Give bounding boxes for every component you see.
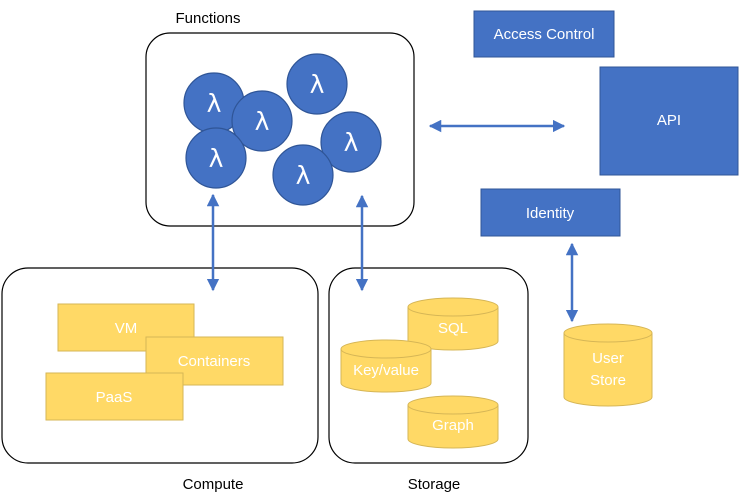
compute-group: Compute VM Containers PaaS: [1, 267, 319, 493]
sql-database: SQL: [407, 297, 499, 351]
lambda-symbol: λ: [296, 161, 311, 190]
functions-group: Functions λ λ λ λ λ λ: [145, 10, 415, 227]
key-value-label: Key/value: [353, 362, 419, 379]
identity-box: Identity: [480, 188, 621, 237]
lambda-icon: [286, 53, 348, 115]
paas-box: PaaS: [45, 372, 184, 421]
lambda-icon: [231, 90, 293, 152]
lambda-icon: [320, 111, 382, 173]
graph-database: Graph: [407, 395, 499, 449]
vm-box: VM: [57, 303, 195, 352]
containers-label: Containers: [178, 353, 251, 370]
paas-label: PaaS: [96, 389, 133, 406]
lambda-icon: [185, 127, 247, 189]
lambda-symbol: λ: [209, 144, 224, 173]
storage-group: Storage SQL Key/value Graph: [328, 267, 529, 493]
user-store-label-line1: User: [592, 350, 624, 367]
user-store-label-line2: Store: [590, 372, 626, 389]
key-value-database: Key/value: [340, 339, 432, 393]
lambda-symbol: λ: [344, 128, 359, 157]
lambda-icon: [272, 144, 334, 206]
compute-title: Compute: [183, 476, 244, 493]
lambda-symbol: λ: [207, 89, 222, 118]
access-control-box: Access Control: [473, 10, 615, 58]
lambda-function-6: λ: [272, 144, 334, 206]
functions-title: Functions: [175, 10, 240, 27]
lambda-symbol: λ: [310, 70, 325, 99]
lambda-function-2: λ: [231, 90, 293, 152]
api-box: API: [599, 66, 739, 176]
user-store-database: User Store: [563, 323, 653, 407]
sql-label: SQL: [438, 320, 468, 337]
access-control-label: Access Control: [494, 26, 595, 43]
api-label: API: [657, 112, 681, 129]
identity-label: Identity: [526, 205, 575, 222]
lambda-symbol: λ: [255, 107, 270, 136]
graph-label: Graph: [432, 417, 474, 434]
storage-title: Storage: [408, 476, 461, 493]
lambda-function-4: λ: [320, 111, 382, 173]
vm-label: VM: [115, 320, 138, 337]
lambda-function-5: λ: [185, 127, 247, 189]
containers-box: Containers: [145, 336, 284, 386]
lambda-function-3: λ: [286, 53, 348, 115]
